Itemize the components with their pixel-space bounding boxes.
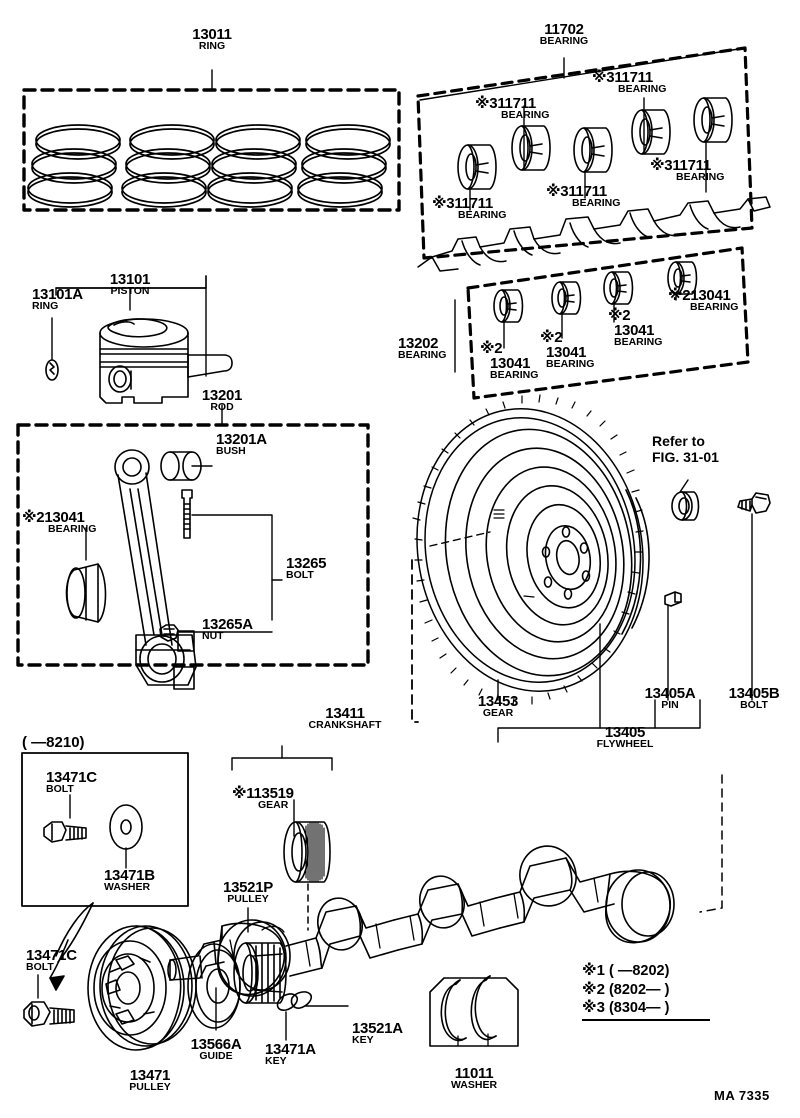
label-13521p-pulley: 13521P PULLEY — [223, 879, 273, 905]
rod-group-box — [16, 423, 370, 667]
label-11711-bearing-3: ※311711 BEARING — [650, 157, 725, 183]
legend-row-1: ※1 ( —8202) — [582, 962, 670, 979]
label-13011-ring: 13011 RING — [192, 26, 232, 52]
refer-to-note: Refer to FIG. 31-01 — [652, 433, 719, 465]
label-11711-bearing-5: ※311711 BEARING — [546, 183, 621, 209]
label-13405-flywheel: 13405 FLYWHEEL — [596, 724, 654, 750]
label-13041-bearing-1: ※2 13041 BEARING — [480, 340, 539, 381]
footnote-legend: ※1 ( —8202) ※2 (8202— ) ※3 (8304— ) — [582, 962, 710, 1022]
date-range-header: ( —8210) — [22, 734, 85, 751]
label-13566a-guide: 13566A GUIDE — [190, 1036, 242, 1062]
label-13101a-ring: 13101A RING — [32, 286, 83, 312]
label-13041-bearing-3: ※2 13041 BEARING — [608, 307, 663, 348]
label-13265a-nut: 13265A NUT — [202, 616, 253, 642]
label-13101-piston: 13101 PISTON — [109, 271, 151, 297]
label-13471-pulley: 13471 PULLEY — [129, 1067, 171, 1093]
label-13405b-bolt: 13405B BOLT — [728, 685, 780, 711]
subassembly-box — [21, 752, 189, 907]
legend-row-3: ※3 (8304— ) — [582, 999, 670, 1017]
label-13471a-key: 13471A KEY — [265, 1041, 316, 1067]
label-13041-bearing-2: ※2 13041 BEARING — [540, 329, 595, 370]
main-bearing-box — [416, 46, 754, 260]
rod-bearing-box — [466, 246, 750, 400]
label-11711-bearing-2: ※311711 BEARING — [592, 69, 667, 95]
legend-row-2: ※2 (8202— ) — [582, 980, 670, 998]
label-13453-gear: 13453 GEAR — [477, 693, 519, 719]
label-13519-gear: ※113519 GEAR — [232, 785, 294, 811]
label-13521a-key: 13521A KEY — [352, 1020, 403, 1046]
label-13201-rod: 13201 ROD — [201, 387, 243, 413]
label-13471c-bolt: 13471C BOLT — [26, 947, 77, 973]
label-13411-crankshaft: 13411 CRANKSHAFT — [308, 705, 382, 731]
label-13201a-bush: 13201A BUSH — [216, 431, 267, 457]
label-13041-rod-bearing: ※213041 BEARING — [22, 509, 97, 535]
label-11711-bearing-4: ※311711 BEARING — [432, 195, 507, 221]
legend-underline — [582, 1019, 710, 1022]
label-13265-bolt: 13265 BOLT — [286, 555, 327, 581]
label-13471c-bolt-box: 13471C BOLT — [46, 769, 97, 795]
diagram-watermark: MA 7335 — [714, 1088, 770, 1103]
label-11702-bearing: 11702 BEARING — [539, 21, 589, 47]
label-11011-washer: 11011 WASHER — [450, 1065, 498, 1091]
label-13405a-pin: 13405A PIN — [644, 685, 696, 711]
label-13202-bearing: 13202 BEARING — [398, 335, 447, 361]
label-13471b-washer: 13471B WASHER — [104, 867, 155, 893]
label-11711-bearing-1: ※311711 BEARING — [475, 95, 550, 121]
label-13041-bearing-4: ※213041 BEARING — [668, 287, 739, 313]
